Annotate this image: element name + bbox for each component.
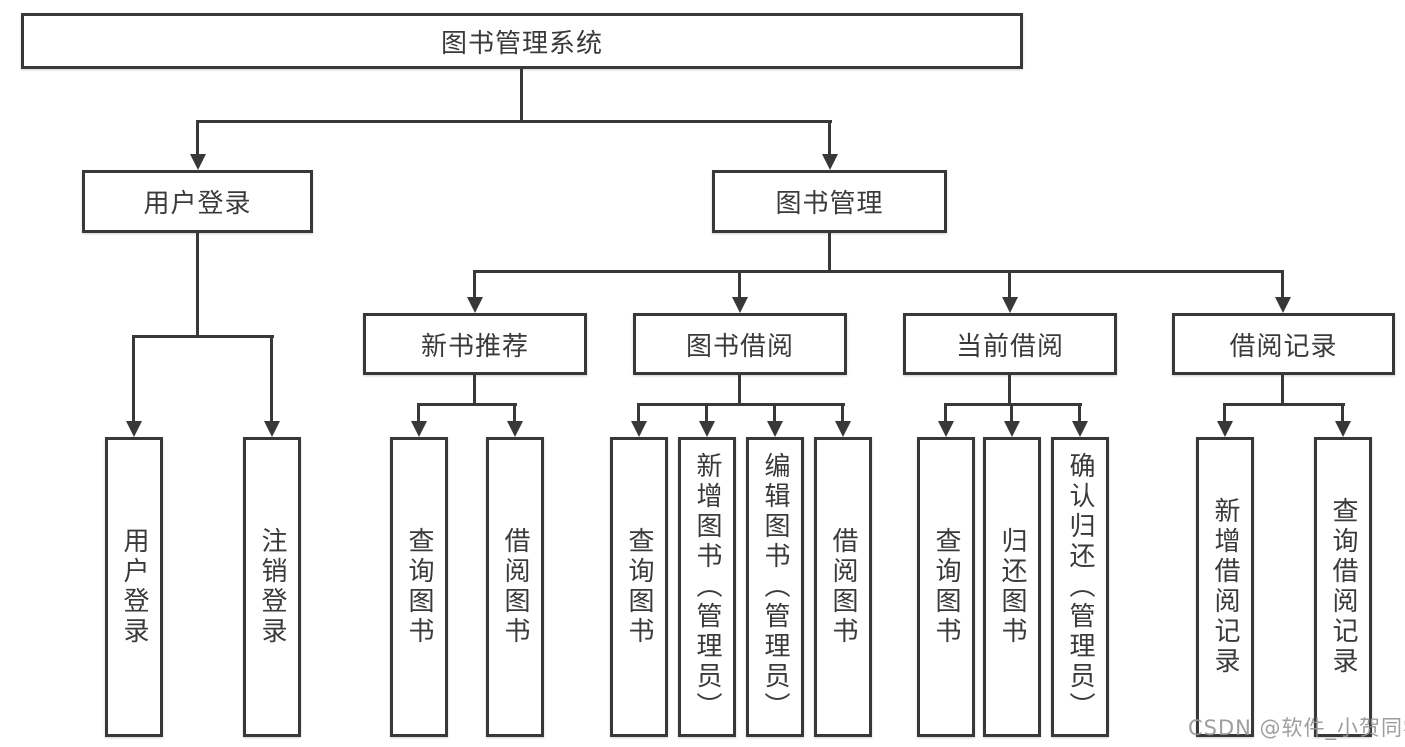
leaf-edit-books-admin: 编辑图书（管理员） xyxy=(746,437,804,737)
arrow-down-icon xyxy=(835,421,851,437)
node-current-borrowing: 当前借阅 xyxy=(903,313,1117,375)
arrow-down-icon xyxy=(411,421,427,437)
leaf-query-books-current: 查询图书 xyxy=(917,437,975,737)
node-borrowing-records: 借阅记录 xyxy=(1172,313,1395,375)
connector-line xyxy=(1281,270,1284,299)
csdn-watermark: CSDN @软件_小贺同学 xyxy=(1188,716,1405,740)
node-library-management-system: 图书管理系统 xyxy=(21,13,1023,69)
arrow-down-icon xyxy=(732,297,748,313)
leaf-add-books-admin: 新增图书（管理员） xyxy=(678,437,736,737)
connector-line xyxy=(1223,403,1226,423)
leaf-borrow-books-recommend: 借阅图书 xyxy=(486,437,544,737)
arrow-down-icon xyxy=(467,297,483,313)
connector-line xyxy=(944,403,1082,406)
leaf-user-login: 用户登录 xyxy=(105,437,163,737)
arrow-down-icon xyxy=(767,421,783,437)
arrow-down-icon xyxy=(699,421,715,437)
connector-line xyxy=(705,403,708,423)
connector-line xyxy=(1341,403,1344,423)
arrow-down-icon xyxy=(190,154,206,170)
connector-line xyxy=(196,120,832,123)
arrow-down-icon xyxy=(1335,421,1351,437)
connector-line xyxy=(1008,270,1011,299)
connector-line xyxy=(520,69,523,123)
leaf-logout: 注销登录 xyxy=(243,437,301,737)
leaf-query-books-recommend: 查询图书 xyxy=(390,437,448,737)
connector-line xyxy=(196,233,199,337)
leaf-borrow-books: 借阅图书 xyxy=(814,437,872,737)
connector-line xyxy=(773,403,776,423)
leaf-query-books-borrowing: 查询图书 xyxy=(610,437,668,737)
arrow-down-icon xyxy=(126,421,142,437)
connector-line xyxy=(270,335,273,423)
leaf-add-borrow-record: 新增借阅记录 xyxy=(1196,437,1254,737)
arrow-down-icon xyxy=(631,421,647,437)
connector-line xyxy=(1223,403,1345,406)
connector-line xyxy=(1010,403,1013,423)
arrow-down-icon xyxy=(507,421,523,437)
connector-line xyxy=(738,375,741,405)
leaf-return-books: 归还图书 xyxy=(983,437,1041,737)
node-book-borrowing: 图书借阅 xyxy=(633,313,847,375)
connector-line xyxy=(1078,403,1081,423)
arrow-down-icon xyxy=(1002,297,1018,313)
connector-line xyxy=(473,270,476,299)
connector-line xyxy=(473,375,476,405)
connector-line xyxy=(132,335,135,423)
leaf-confirm-return-admin: 确认归还（管理员） xyxy=(1051,437,1109,737)
arrow-down-icon xyxy=(1004,421,1020,437)
connector-line xyxy=(417,403,420,423)
connector-line xyxy=(828,233,831,272)
connector-line xyxy=(513,403,516,423)
connector-line xyxy=(637,403,845,406)
connector-line xyxy=(637,403,640,423)
node-new-book-recommendation: 新书推荐 xyxy=(363,313,587,375)
node-book-management: 图书管理 xyxy=(712,170,947,233)
connector-line xyxy=(944,403,947,423)
arrow-down-icon xyxy=(264,421,280,437)
node-user-login: 用户登录 xyxy=(82,170,313,233)
connector-line xyxy=(132,335,274,338)
connector-line xyxy=(828,120,831,156)
connector-line xyxy=(841,403,844,423)
arrow-down-icon xyxy=(1072,421,1088,437)
connector-line xyxy=(1008,375,1011,405)
arrow-down-icon xyxy=(1275,297,1291,313)
connector-line xyxy=(473,270,1284,273)
arrow-down-icon xyxy=(938,421,954,437)
arrow-down-icon xyxy=(1217,421,1233,437)
arrow-down-icon xyxy=(822,154,838,170)
connector-line xyxy=(738,270,741,299)
leaf-query-borrow-record: 查询借阅记录 xyxy=(1314,437,1372,737)
connector-line xyxy=(196,120,199,156)
connector-line xyxy=(1281,375,1284,405)
connector-line xyxy=(417,403,517,406)
